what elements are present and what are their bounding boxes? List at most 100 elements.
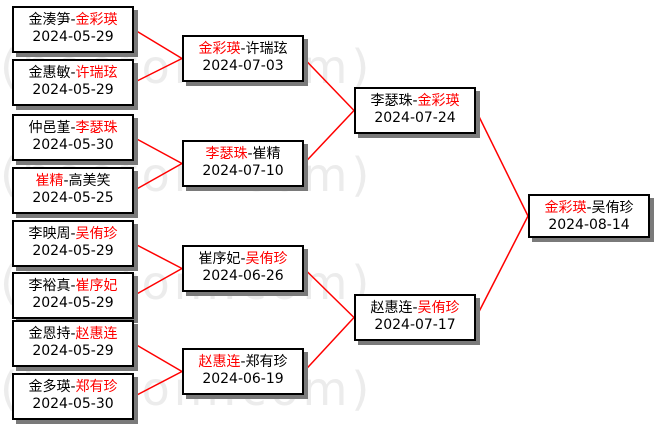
player-2-name: 崔序妃 bbox=[75, 278, 118, 294]
name-separator: - bbox=[70, 226, 76, 242]
match-date: 2024-07-10 bbox=[202, 163, 284, 179]
match-date: 2024-05-30 bbox=[32, 137, 114, 153]
name-separator: - bbox=[412, 93, 418, 109]
player-1-name: 金彩瑛 bbox=[198, 41, 241, 57]
player-2-name: 吴侑珍 bbox=[591, 200, 634, 216]
match-date: 2024-05-29 bbox=[32, 295, 114, 311]
player-1-name: 李裕真 bbox=[28, 278, 71, 294]
connector-r3m2-to-final bbox=[475, 215, 529, 318]
connector-r1m2-to-r2m1 bbox=[133, 57, 183, 84]
match-players: 李瑟珠-崔精 bbox=[184, 145, 302, 163]
name-separator: - bbox=[70, 278, 76, 294]
match-date: 2024-07-24 bbox=[374, 110, 456, 126]
match-players: 崔精-高美笑 bbox=[14, 172, 132, 190]
match-players: 李裕真-崔序妃 bbox=[14, 277, 132, 295]
player-2-name: 许瑞玹 bbox=[245, 41, 288, 57]
match-players: 金多瑛-郑有珍 bbox=[14, 378, 132, 396]
match-date: 2024-07-03 bbox=[202, 58, 284, 74]
player-1-name: 金多瑛 bbox=[28, 379, 71, 395]
player-2-name: 许瑞玹 bbox=[75, 65, 118, 81]
match-players: 仲邑堇-李瑟珠 bbox=[14, 119, 132, 137]
player-1-name: 崔序妃 bbox=[198, 251, 241, 267]
name-separator: - bbox=[70, 379, 76, 395]
match-date: 2024-05-29 bbox=[32, 343, 114, 359]
connector-r1m8-to-r2m4 bbox=[133, 370, 183, 398]
connector-r1m1-to-r2m1 bbox=[133, 28, 183, 60]
match-date: 2024-05-25 bbox=[32, 190, 114, 206]
connector-r2m3-to-r3m2 bbox=[303, 267, 355, 319]
player-1-name: 崔精 bbox=[35, 173, 64, 189]
connector-r1m3-to-r2m2 bbox=[133, 136, 183, 165]
connector-r1m5-to-r2m3 bbox=[133, 242, 183, 270]
player-2-name: 郑有珍 bbox=[245, 354, 288, 370]
match-players: 李映周-吴侑珍 bbox=[14, 225, 132, 243]
match-date: 2024-05-29 bbox=[32, 243, 114, 259]
match-players: 李瑟珠-金彩瑛 bbox=[356, 92, 474, 110]
match-players: 金湊笋-金彩瑛 bbox=[14, 11, 132, 29]
connector-r3m1-to-final bbox=[475, 110, 529, 217]
player-2-name: 吴侑珍 bbox=[245, 251, 288, 267]
connector-r2m2-to-r3m1 bbox=[303, 109, 355, 165]
player-2-name: 金彩瑛 bbox=[417, 93, 460, 109]
connector-r2m1-to-r3m1 bbox=[303, 57, 355, 112]
connector-r1m6-to-r2m3 bbox=[133, 267, 183, 297]
match-players: 金彩瑛-许瑞玹 bbox=[184, 40, 302, 58]
player-1-name: 赵惠连 bbox=[370, 300, 413, 316]
connector-r1m4-to-r2m2 bbox=[133, 162, 183, 192]
match-date: 2024-07-17 bbox=[374, 317, 456, 333]
match-date: 2024-06-19 bbox=[202, 371, 284, 387]
name-separator: - bbox=[63, 173, 69, 189]
match-players: 金彩瑛-吴侑珍 bbox=[530, 199, 648, 217]
player-1-name: 金恩持 bbox=[28, 326, 71, 342]
player-2-name: 崔精 bbox=[252, 146, 281, 162]
match-date: 2024-05-29 bbox=[32, 29, 114, 45]
player-2-name: 赵惠连 bbox=[75, 326, 118, 342]
connector-r1m7-to-r2m4 bbox=[133, 342, 183, 373]
name-separator: - bbox=[240, 251, 246, 267]
match-players: 金恩持-赵惠连 bbox=[14, 325, 132, 343]
name-separator: - bbox=[70, 12, 76, 28]
name-separator: - bbox=[247, 146, 253, 162]
match-date: 2024-08-14 bbox=[548, 217, 630, 233]
player-2-name: 吴侑珍 bbox=[417, 300, 460, 316]
name-separator: - bbox=[240, 41, 246, 57]
match-players: 崔序妃-吴侑珍 bbox=[184, 250, 302, 268]
name-separator: - bbox=[412, 300, 418, 316]
player-1-name: 李映周 bbox=[28, 226, 71, 242]
player-2-name: 吴侑珍 bbox=[75, 226, 118, 242]
name-separator: - bbox=[70, 65, 76, 81]
player-1-name: 金湊笋 bbox=[28, 12, 71, 28]
match-players: 金惠敏-许瑞玹 bbox=[14, 64, 132, 82]
name-separator: - bbox=[240, 354, 246, 370]
name-separator: - bbox=[70, 326, 76, 342]
player-1-name: 仲邑堇 bbox=[28, 120, 71, 136]
player-1-name: 金彩瑛 bbox=[544, 200, 587, 216]
match-date: 2024-05-29 bbox=[32, 82, 114, 98]
connector-r2m4-to-r3m2 bbox=[303, 316, 355, 373]
player-2-name: 高美笑 bbox=[68, 173, 111, 189]
name-separator: - bbox=[70, 120, 76, 136]
name-separator: - bbox=[586, 200, 592, 216]
player-1-name: 金惠敏 bbox=[28, 65, 71, 81]
player-1-name: 李瑟珠 bbox=[370, 93, 413, 109]
player-2-name: 李瑟珠 bbox=[75, 120, 118, 136]
player-2-name: 金彩瑛 bbox=[75, 12, 118, 28]
player-1-name: 李瑟珠 bbox=[205, 146, 248, 162]
match-date: 2024-06-26 bbox=[202, 268, 284, 284]
